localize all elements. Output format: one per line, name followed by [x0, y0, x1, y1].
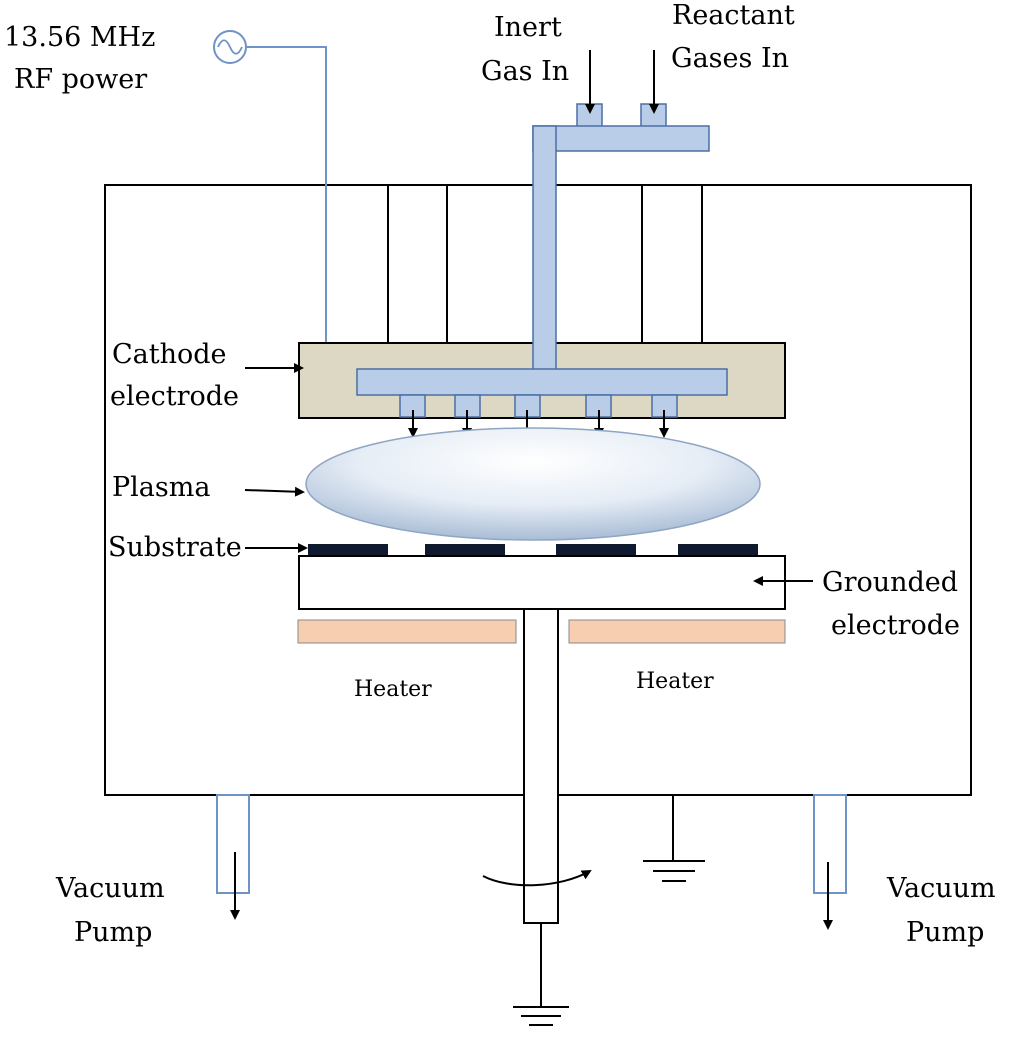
rf-power-source — [213, 30, 327, 343]
reactant-gas-label-line2: Gases In — [671, 43, 789, 74]
vacuum-left-label-line1: Vacuum — [55, 873, 165, 904]
rf-wire — [246, 46, 327, 343]
shaft-ground-icon — [513, 923, 569, 1026]
vacuum-port-right — [813, 794, 847, 894]
grounded-electrode — [298, 555, 786, 610]
substrate-wafer — [308, 544, 388, 555]
shower-nozzles — [399, 394, 678, 418]
sine-wave-icon — [217, 39, 243, 55]
substrate-wafer — [425, 544, 505, 555]
vacuum-left-label-line2: Pump — [74, 917, 152, 948]
heater-right-label: Heater — [636, 669, 714, 694]
inert-gas-label-line1: Inert — [494, 12, 562, 43]
heater-left-bar — [297, 619, 517, 644]
heater-left-label: Heater — [354, 677, 432, 702]
substrates — [308, 544, 758, 555]
vacuum-right-label-line2: Pump — [906, 917, 984, 948]
substrate-wafer — [556, 544, 636, 555]
rf-power-label-line2: RF power — [14, 64, 147, 95]
inert-gas-label-line2: Gas In — [481, 56, 569, 87]
chamber-ground-icon — [643, 795, 705, 882]
cathode-support-rods — [387, 185, 703, 343]
label-pointers — [244, 363, 813, 586]
vacuum-right-label-line1: Vacuum — [886, 873, 996, 904]
vacuum-port-left — [216, 794, 250, 894]
heater-right-bar — [568, 619, 786, 644]
plasma-label: Plasma — [112, 472, 210, 503]
grounded-label-line2: electrode — [831, 610, 960, 641]
plasma-region — [305, 427, 761, 541]
cathode-label-line2: electrode — [110, 381, 239, 412]
plasma-pointer — [244, 486, 305, 497]
vertical-gas-pipe — [532, 125, 557, 371]
substrate-wafer — [678, 544, 758, 555]
rotating-shaft — [523, 608, 559, 924]
rotation-arrow — [482, 870, 592, 887]
gas-inlet-pipes — [356, 103, 728, 396]
cathode-label-line1: Cathode — [112, 339, 227, 370]
gas-distribution-manifold — [356, 368, 728, 396]
grounded-label-line1: Grounded — [822, 567, 958, 598]
reactant-gas-label-line1: Reactant — [672, 0, 795, 31]
horizontal-gas-pipe — [532, 125, 710, 152]
substrate-label: Substrate — [108, 532, 242, 563]
rf-power-label-line1: 13.56 MHz — [4, 22, 155, 53]
